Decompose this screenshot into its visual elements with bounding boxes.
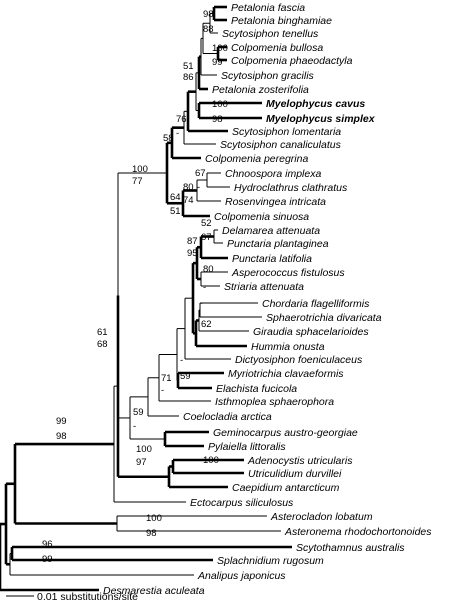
support-value: 100 <box>132 164 148 175</box>
taxon-label: Petalonia fascia <box>231 2 305 14</box>
taxon-label: Colpomenia phaeodactyla <box>231 55 353 67</box>
support-value: 100 <box>203 455 219 466</box>
support-value: 64 <box>170 192 181 203</box>
taxon-label: Petalonia binghamiae <box>231 15 332 27</box>
support-value: 77 <box>132 176 143 187</box>
taxon-label: Utriculidium durvillei <box>248 468 342 480</box>
support-value: 100 <box>212 43 228 54</box>
taxon-label: Adenocystis utricularis <box>247 455 353 467</box>
support-value: 100 <box>212 99 228 110</box>
taxon-label: Ectocarpus siliculosus <box>190 497 294 509</box>
taxon-label: Hydroclathrus clathratus <box>234 182 348 194</box>
support-value: 71 <box>161 373 172 384</box>
support-value: 67 <box>201 232 212 243</box>
support-value: 86 <box>183 72 194 83</box>
support-value: 97 <box>136 457 147 468</box>
support-value: 88 <box>203 24 214 35</box>
support-value: 62 <box>201 319 212 330</box>
support-value: - <box>176 128 179 139</box>
taxon-label: Asteronema rhodochortonoides <box>284 526 432 538</box>
taxon-label: Coelocladia arctica <box>183 411 272 423</box>
support-value: 98 <box>212 114 223 125</box>
taxon-label: Sphaerotrichia divaricata <box>266 312 382 324</box>
support-value: 98 <box>203 9 214 20</box>
support-value: 59 <box>180 371 191 382</box>
support-value: 74 <box>183 195 194 206</box>
support-value: - <box>161 385 164 396</box>
taxon-label: Punctaria latifolia <box>232 253 312 265</box>
support-value: 67 <box>195 168 206 179</box>
taxon-label: Scytothamnus australis <box>296 542 405 554</box>
support-value: 99 <box>56 416 67 427</box>
taxon-label: Pylaiella littoralis <box>208 441 286 453</box>
scale-bar: 0.01 substitutions/site <box>6 591 138 603</box>
taxon-label: Elachista fucicola <box>216 383 297 395</box>
support-value: 80 <box>203 264 214 275</box>
taxon-label: Myelophycus simplex <box>266 113 376 125</box>
support-value: 98 <box>56 431 67 442</box>
taxon-label: Myriotrichia clavaeformis <box>228 368 344 380</box>
taxon-label: Dictyosiphon foeniculaceus <box>235 354 363 366</box>
support-value: - <box>200 298 203 309</box>
support-value: 51 <box>170 206 181 217</box>
taxon-label: Punctaria plantaginea <box>227 238 329 250</box>
taxon-label: Splachnidium rugosum <box>217 555 324 567</box>
support-value: 76 <box>176 114 187 125</box>
taxon-label: Giraudia sphacelarioides <box>253 326 369 338</box>
taxon-label: Asperococcus fistulosus <box>231 267 345 279</box>
support-value: 96 <box>42 539 53 550</box>
taxon-label: Delamarea attenuata <box>222 225 320 237</box>
taxon-label: Isthmoplea sphaerophora <box>215 396 334 408</box>
support-value: 99 <box>42 554 53 565</box>
taxon-label: Scytosiphon gracilis <box>221 70 315 82</box>
support-value: 87 <box>187 236 198 247</box>
support-value: - <box>133 421 136 432</box>
support-value: 61 <box>97 327 108 338</box>
scale-bar-label: 0.01 substitutions/site <box>37 591 138 603</box>
taxon-label: Geminocarpus austro-georgiae <box>213 427 358 439</box>
support-value: 95 <box>187 248 198 259</box>
taxon-label: Asterocladon lobatum <box>270 511 373 523</box>
taxon-label: Colpomenia peregrina <box>205 153 308 165</box>
support-value: - <box>180 355 183 366</box>
support-value: 52 <box>201 218 212 229</box>
support-value: 98 <box>146 528 157 539</box>
support-value: 99 <box>212 57 223 68</box>
support-value: 100 <box>136 444 152 455</box>
taxon-label: Chordaria flagelliformis <box>262 298 370 310</box>
taxon-label: Analipus japonicus <box>197 570 286 582</box>
taxon-label: Colpomenia bullosa <box>231 42 323 54</box>
taxon-label: Striaria attenuata <box>224 281 304 293</box>
taxon-label: Caepidium antarcticum <box>232 482 340 494</box>
support-value: - <box>203 282 206 293</box>
taxon-label: Scytosiphon tenellus <box>222 28 319 40</box>
taxon-label: Petalonia zosterifolia <box>212 84 309 96</box>
taxon-label: Scytosiphon lomentaria <box>232 126 341 138</box>
support-value: - <box>197 182 200 193</box>
support-value: 58 <box>163 133 174 144</box>
taxon-label: Hummia onusta <box>251 341 325 353</box>
taxon-label: Colpomenia sinuosa <box>214 211 309 223</box>
support-value: 100 <box>146 513 162 524</box>
support-value: 68 <box>97 339 108 350</box>
taxon-label: Rosenvingea intricata <box>225 196 326 208</box>
support-value: 51 <box>183 61 194 72</box>
taxon-label: Myelophycus cavus <box>266 98 365 110</box>
support-value: 59 <box>133 407 144 418</box>
taxon-label: Chnoospora implexa <box>225 168 321 180</box>
tree-branches <box>0 5 292 592</box>
taxon-label: Scytosiphon canaliculatus <box>220 139 342 151</box>
support-value: 80 <box>183 182 194 193</box>
taxon-label: Desmarestia aculeata <box>103 585 205 597</box>
